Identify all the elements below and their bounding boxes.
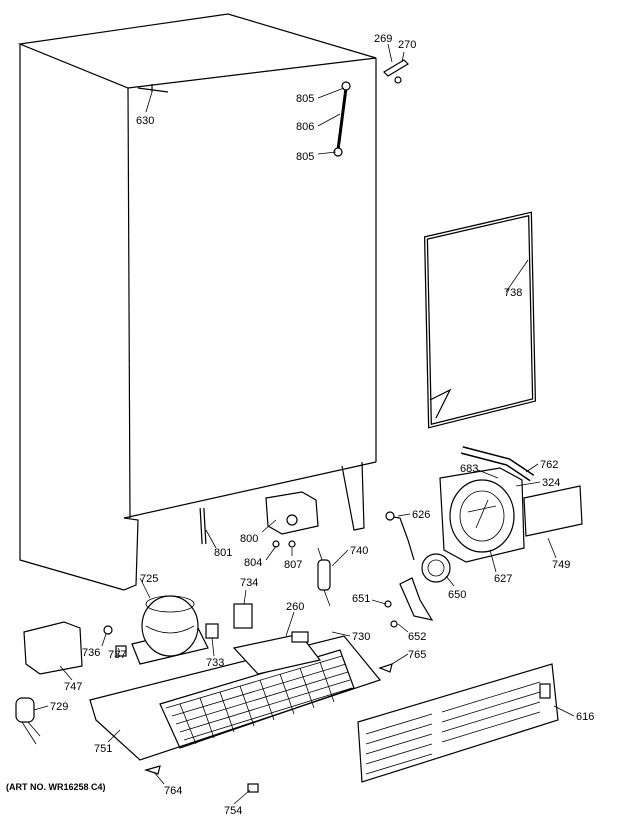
part-749-cover <box>523 485 583 537</box>
label-626: 626 <box>412 509 430 521</box>
label-269: 269 <box>374 33 392 45</box>
label-652: 652 <box>408 631 426 643</box>
part-754-bracket <box>247 783 259 793</box>
part-738-gasket <box>423 211 537 429</box>
label-627: 627 <box>494 573 512 585</box>
label-738: 738 <box>504 287 522 299</box>
part-730-condenser-coil <box>165 655 353 745</box>
label-725: 725 <box>140 573 158 585</box>
label-270: 270 <box>398 39 416 51</box>
label-630: 630 <box>136 115 154 127</box>
art-number-caption: (ART NO. WR16258 C4) <box>6 782 106 792</box>
label-683: 683 <box>460 463 478 475</box>
part-725-compressor <box>131 595 209 665</box>
label-730: 730 <box>352 631 370 643</box>
label-650: 650 <box>448 589 466 601</box>
part-765-screw <box>378 663 393 673</box>
grille-slots <box>365 681 541 775</box>
part-740-capacitor <box>317 547 331 607</box>
part-751-base-pan <box>89 631 382 761</box>
label-736: 736 <box>82 647 100 659</box>
label-324: 324 <box>542 477 560 489</box>
part-733-overload <box>205 623 219 639</box>
label-260: 260 <box>286 601 304 613</box>
label-749: 749 <box>552 559 570 571</box>
part-729-capacitor <box>15 697 41 745</box>
label-806: 806 <box>296 121 314 133</box>
label-765: 765 <box>408 649 426 661</box>
part-627-fan-shroud <box>439 467 525 563</box>
label-754: 754 <box>224 805 242 817</box>
part-labels: 269 270 630 805 806 805 738 762 683 324 … <box>50 33 594 817</box>
part-747-cover <box>23 621 83 675</box>
part-806-tube <box>333 81 351 157</box>
label-807: 807 <box>284 559 302 571</box>
label-800: 800 <box>240 533 258 545</box>
part-626-harness <box>385 511 415 561</box>
part-762-tube <box>460 446 535 482</box>
part-800-water-valve <box>265 491 319 548</box>
label-747: 747 <box>64 681 82 693</box>
part-734-relay <box>233 603 253 629</box>
part-269-270-valve <box>383 59 409 84</box>
label-805-lower: 805 <box>296 151 314 163</box>
label-764: 764 <box>164 785 182 797</box>
refrigerator-cabinet <box>17 13 377 591</box>
part-801-tube <box>199 507 207 545</box>
part-650-motor <box>421 553 451 583</box>
label-751: 751 <box>94 743 112 755</box>
label-805: 805 <box>296 93 314 105</box>
leader-lines <box>33 43 575 805</box>
label-804: 804 <box>244 557 262 569</box>
label-651: 651 <box>352 593 370 605</box>
label-762: 762 <box>540 459 558 471</box>
part-764-clip <box>143 765 161 775</box>
label-733: 733 <box>206 657 224 669</box>
label-734: 734 <box>240 577 258 589</box>
label-729: 729 <box>50 701 68 713</box>
part-616-grille <box>357 663 559 783</box>
label-740: 740 <box>350 545 368 557</box>
label-737: 737 <box>108 649 126 661</box>
part-736-737-grommets <box>103 625 127 657</box>
part-652-fan-blade <box>384 577 434 628</box>
label-801: 801 <box>214 547 232 559</box>
label-616: 616 <box>576 711 594 723</box>
